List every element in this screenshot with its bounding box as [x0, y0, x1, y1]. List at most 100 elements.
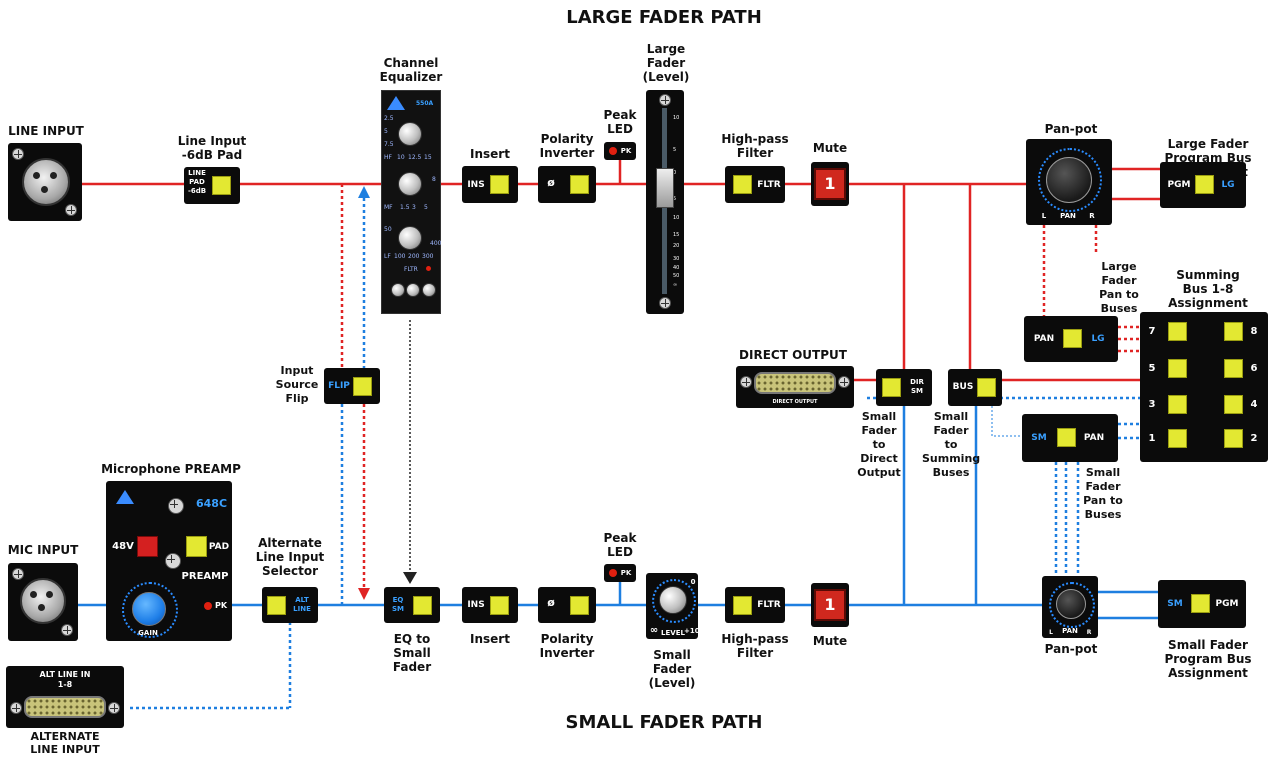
eq-switch-icon[interactable] [422, 283, 436, 297]
fader-scale-text: 10 [673, 215, 680, 221]
gain-knob[interactable] [132, 592, 166, 626]
mute-bottom-label: Mute [812, 634, 848, 648]
fader-scale-text: 0 [673, 170, 677, 176]
screw-icon [61, 624, 73, 636]
large-pan-bus-lg-text: LG [1091, 334, 1105, 344]
line-pad-label: Line Input -6dB Pad [177, 134, 247, 162]
small-pan-bus-button[interactable] [1057, 428, 1076, 447]
small-to-summing-label: Small Fader to Summing Buses [922, 410, 981, 479]
xlr-pin-icon [30, 591, 37, 598]
peak-bottom-led [609, 569, 617, 577]
large-fader-cap[interactable] [656, 168, 674, 208]
panpot-top-l: L [1041, 212, 1047, 220]
bus-1-button[interactable] [1168, 429, 1187, 448]
bus-5-button[interactable] [1168, 359, 1187, 378]
bus-button[interactable] [977, 378, 996, 397]
pan-scale-icon [1038, 148, 1102, 212]
alt-selector-label: Alternate Line Input Selector [255, 536, 325, 578]
small-to-direct-label: Small Fader to Direct Output [857, 410, 901, 479]
large-pgm-button[interactable] [1195, 175, 1214, 194]
bus-3-button[interactable] [1168, 395, 1187, 414]
bus-number-text: 2 [1250, 433, 1258, 444]
small-pan-bus-text: PAN [1083, 433, 1105, 443]
bus-2-button[interactable] [1224, 429, 1243, 448]
small-pan-buses-label: Small Fader Pan to Buses [1083, 466, 1123, 521]
mute-top-button[interactable]: 1 [814, 168, 846, 200]
polarity-bottom-button[interactable] [570, 596, 589, 615]
eq-scale-text: 7.5 [384, 141, 394, 148]
peak-top-module [604, 142, 636, 160]
panpot-bottom-knob[interactable] [1056, 589, 1086, 619]
large-pan-bus-text: PAN [1033, 334, 1055, 344]
flip-button[interactable] [353, 377, 372, 396]
input-flip-label: Input Source Flip [275, 364, 319, 405]
peak-top-label: Peak LED [603, 108, 637, 136]
screw-icon [740, 376, 752, 388]
eq-switch-icon[interactable] [406, 283, 420, 297]
large-pan-bus-button[interactable] [1063, 329, 1082, 348]
insert-bottom-button[interactable] [490, 596, 509, 615]
eq-hf-knob[interactable] [398, 122, 422, 146]
alt-line-in-text: ALT LINE IN 1-8 [39, 670, 91, 689]
eq-switch-icon[interactable] [391, 283, 405, 297]
insert-bottom-label: Insert [470, 632, 510, 646]
polarity-top-label: Polarity Inverter [539, 132, 595, 160]
summing-bus-module [1140, 312, 1268, 462]
eq-scale-text: 2.5 [384, 115, 394, 122]
eq-scale-text: LF [384, 253, 391, 260]
bus-4-button[interactable] [1224, 395, 1243, 414]
mute-bottom-button[interactable]: 1 [814, 589, 846, 621]
eq-sm-button[interactable] [413, 596, 432, 615]
mute-top-label: Mute [812, 141, 848, 155]
fader-scale-text: 20 [673, 243, 680, 249]
large-fader-label: Large Fader (Level) [642, 42, 690, 84]
xlr-pin-icon [33, 172, 40, 179]
insert-top-button[interactable] [490, 175, 509, 194]
small-pan-bus-sm-text: SM [1031, 433, 1047, 443]
hpf-top-button[interactable] [733, 175, 752, 194]
hpf-top-label: High-pass Filter [721, 132, 789, 160]
mic-input-label: MIC INPUT [7, 543, 79, 557]
pad-text: PAD [208, 542, 230, 552]
eq-mf-knob[interactable] [398, 172, 422, 196]
eq-scale-text: 10 [397, 154, 405, 161]
flip-text: FLIP [328, 381, 350, 391]
fader-scale-text: 15 [673, 232, 680, 238]
small-fader-knob[interactable] [659, 586, 687, 614]
bus-number-text: 1 [1148, 433, 1156, 444]
eq-scale-text: 8 [432, 176, 436, 183]
small-pgm-label: Small Fader Program Bus Assignment [1164, 638, 1252, 680]
hpf-bottom-button[interactable] [733, 596, 752, 615]
pan-scale-icon [1049, 582, 1095, 628]
small-pgm-button[interactable] [1191, 594, 1210, 613]
line-pad-button[interactable] [212, 176, 231, 195]
small-fader-label: Small Fader (Level) [648, 648, 696, 690]
bus-6-button[interactable] [1224, 359, 1243, 378]
eq-lf-knob[interactable] [398, 226, 422, 250]
xlr-connector-icon [22, 158, 70, 206]
panpot-bottom-r: R [1086, 629, 1092, 636]
level-scale-icon [652, 579, 696, 623]
line-input-label: LINE INPUT [8, 124, 84, 138]
mic-preamp-label: Microphone PREAMP [101, 462, 241, 476]
large-pgm-lg-text: LG [1221, 180, 1235, 190]
dir-sm-button[interactable] [882, 378, 901, 397]
bus-7-button[interactable] [1168, 322, 1187, 341]
polarity-top-button[interactable] [570, 175, 589, 194]
fader-scale-text: 50 [673, 273, 680, 279]
screw-icon [108, 702, 120, 714]
api-logo-icon [116, 490, 134, 504]
hpf-top-text: FLTR [757, 180, 781, 190]
eq-scale-text: 3 [412, 204, 416, 211]
panpot-top-r: R [1089, 212, 1095, 220]
bus-8-button[interactable] [1224, 322, 1243, 341]
xlr-pin-icon [41, 186, 48, 193]
panpot-bottom-text: PAN [1062, 627, 1078, 635]
phantom-48v-button[interactable] [137, 536, 158, 557]
panpot-top-knob[interactable] [1046, 157, 1092, 203]
preamp-text: PREAMP [181, 571, 229, 582]
fader-scale-text: 10 [673, 115, 680, 121]
alt-line-button[interactable] [267, 596, 286, 615]
pad-button[interactable] [186, 536, 207, 557]
